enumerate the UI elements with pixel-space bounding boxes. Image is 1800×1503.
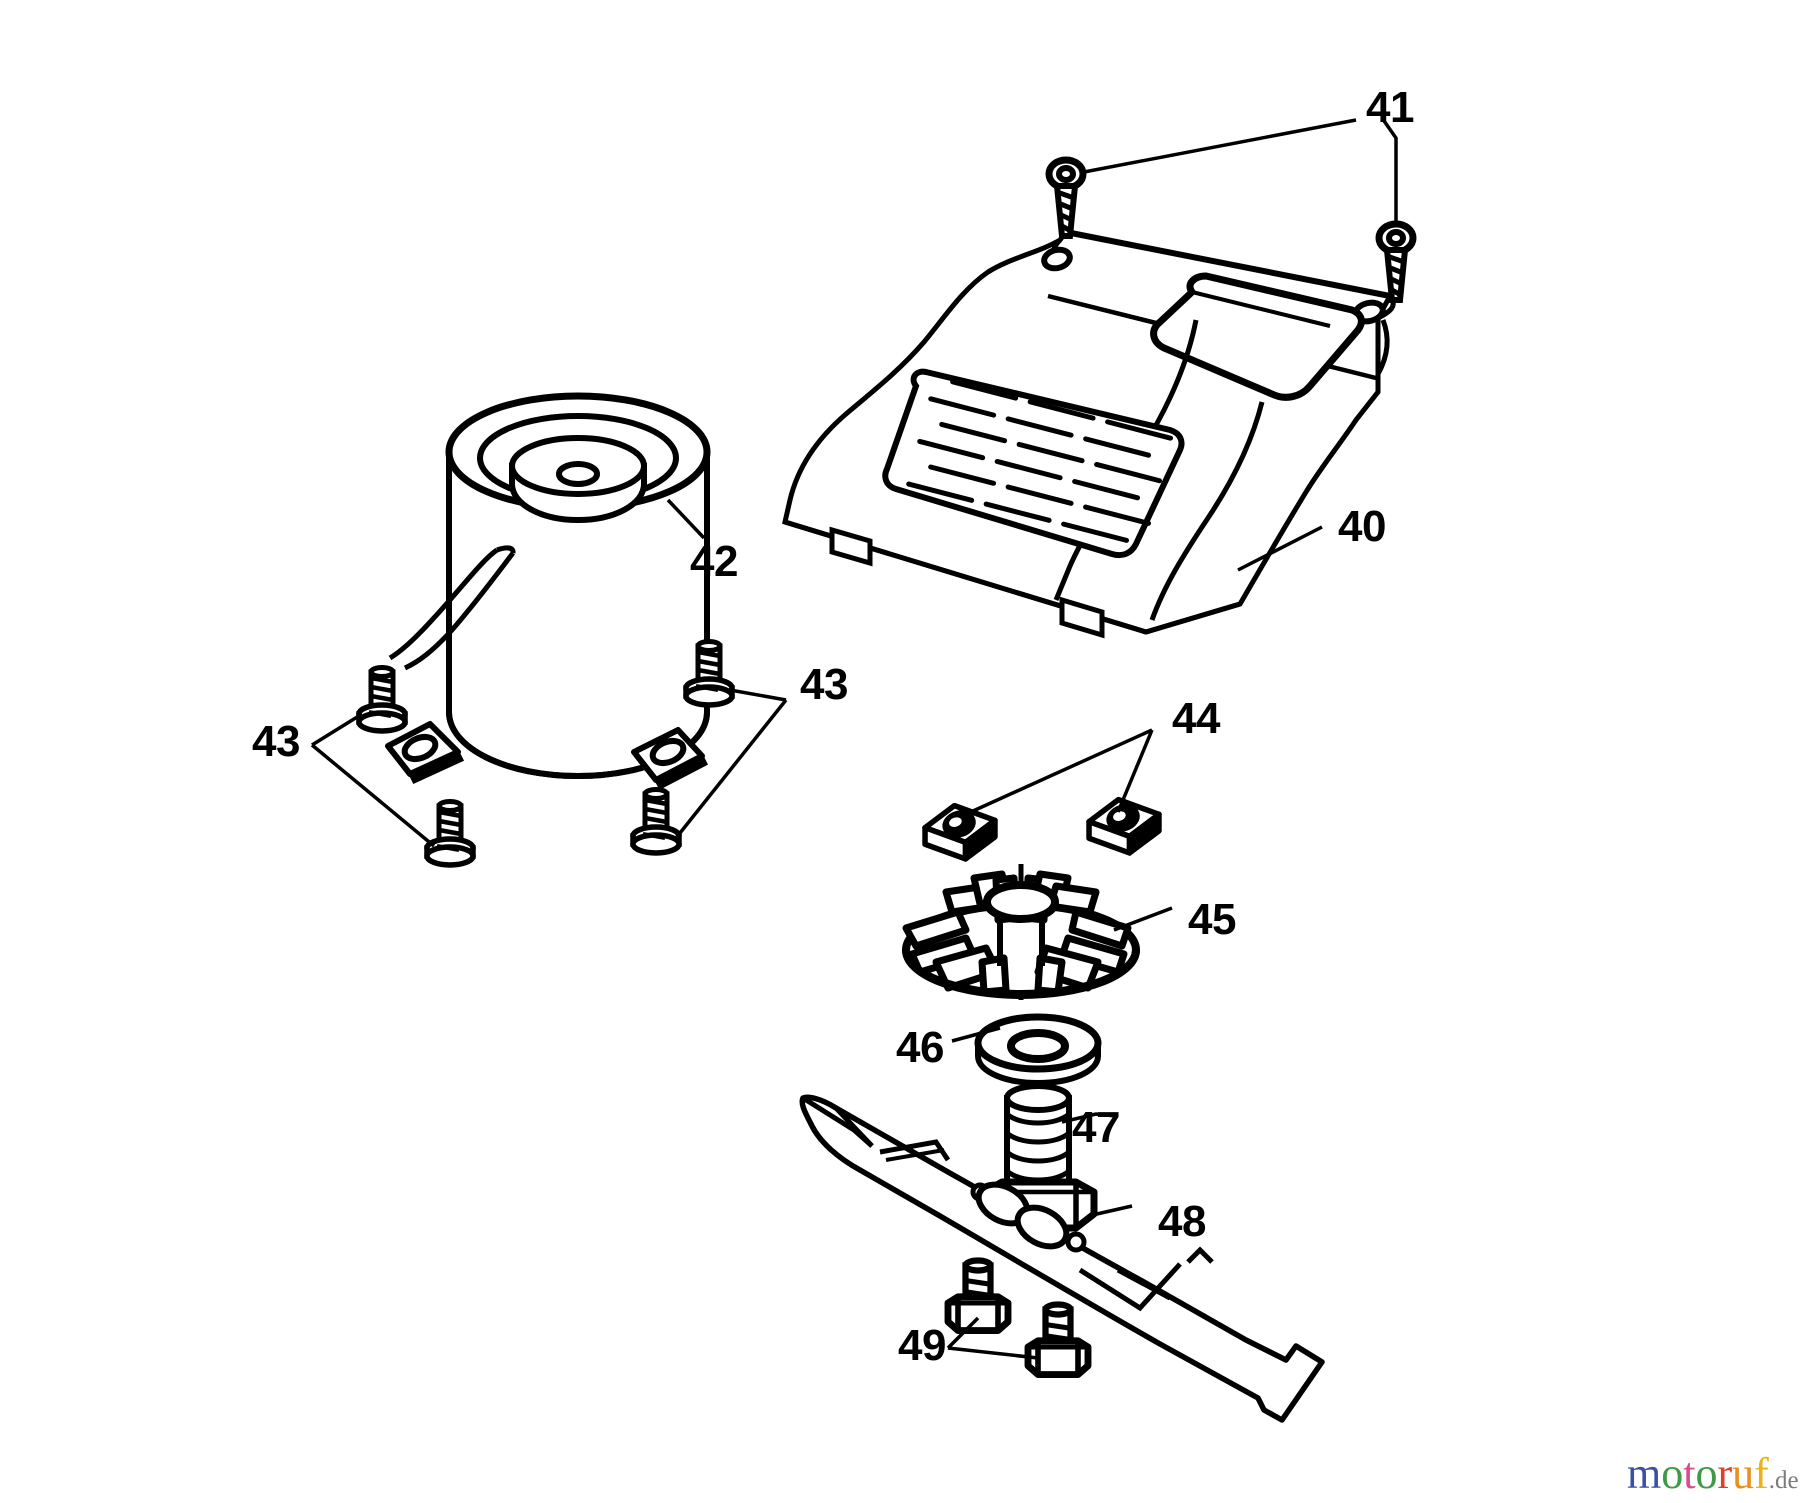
logo-tld: .de: [1768, 1467, 1799, 1494]
cover-mount-tab: [829, 526, 873, 567]
logo-letter-r: r: [1717, 1449, 1733, 1498]
leader-line-41-a: [1083, 118, 1357, 174]
part-46-flat-washer: [951, 1013, 1102, 1087]
part-42-electric-motor: [385, 392, 711, 791]
blade-mount-hole-2: [1014, 1204, 1070, 1250]
leader-line-42: [666, 498, 706, 540]
part-43-motor-mount-screws: [310, 642, 788, 866]
callout-label-49: 49: [898, 1321, 946, 1370]
motor-power-cable: [388, 545, 516, 671]
callout-label-45: 45: [1188, 895, 1236, 944]
part-48-cutting-blade: [799, 1094, 1325, 1423]
leader-line-44-b: [1116, 729, 1154, 813]
cover-mount-tab: [1059, 596, 1105, 639]
part-45-cooling-fan: [902, 864, 1173, 1000]
part-41-cover-screws: [1049, 116, 1413, 300]
motor-shaft-hole: [556, 461, 600, 487]
logo-letter-o1: o: [1661, 1449, 1684, 1498]
washer-bore: [1007, 1029, 1069, 1063]
leader-line-43-left-b: [310, 743, 436, 848]
leader-line-43-right-a: [729, 688, 787, 702]
leader-line-45: [1113, 906, 1173, 932]
part-49-blade-fixing-bolts: [948, 1261, 1088, 1375]
leader-line-43-left-a: [311, 712, 363, 747]
part-44-square-nuts: [925, 728, 1159, 859]
callout-label-41: 41: [1366, 83, 1414, 132]
cover-ventilation-grille: [882, 368, 1185, 559]
leader-line-41-b: [1380, 116, 1398, 222]
blade-pilot-hole: [1065, 1231, 1087, 1253]
motor-mount-foot-left: [385, 721, 465, 784]
callout-label-44: 44: [1172, 694, 1220, 743]
callout-label-48: 48: [1158, 1197, 1206, 1246]
motoruf-logo: motoruf.de: [1627, 1452, 1799, 1496]
leader-line-49-a: [946, 1316, 980, 1350]
callout-label-42: 42: [690, 537, 738, 586]
logo-letter-t: t: [1683, 1449, 1696, 1498]
logo-letter-m: m: [1627, 1449, 1662, 1498]
leader-line-40: [1237, 525, 1323, 572]
cover-handle-recess: [1150, 272, 1365, 401]
part-40-motor-cover: [782, 229, 1396, 639]
leader-line-48: [1087, 1204, 1133, 1218]
logo-letter-o2: o: [1695, 1449, 1718, 1498]
fan-hub: [983, 881, 1059, 923]
leader-line-46: [951, 1026, 1001, 1043]
callout-label-40: 40: [1338, 502, 1386, 551]
cover-screw-hole-left: [1041, 246, 1073, 272]
callout-label-43-right: 43: [800, 660, 848, 709]
callout-label-43-left: 43: [252, 717, 300, 766]
leader-line-47: [1061, 1112, 1117, 1124]
callout-label-46: 46: [896, 1023, 944, 1072]
logo-letter-u: u: [1732, 1449, 1755, 1498]
logo-letter-f: f: [1754, 1449, 1769, 1498]
leader-line-49-b: [947, 1346, 1039, 1360]
leader-line-44-a: [961, 728, 1153, 818]
leader-line-43-right-b: [674, 698, 788, 840]
callout-label-47: 47: [1072, 1103, 1120, 1152]
motor-mount-foot-right: [631, 727, 709, 791]
